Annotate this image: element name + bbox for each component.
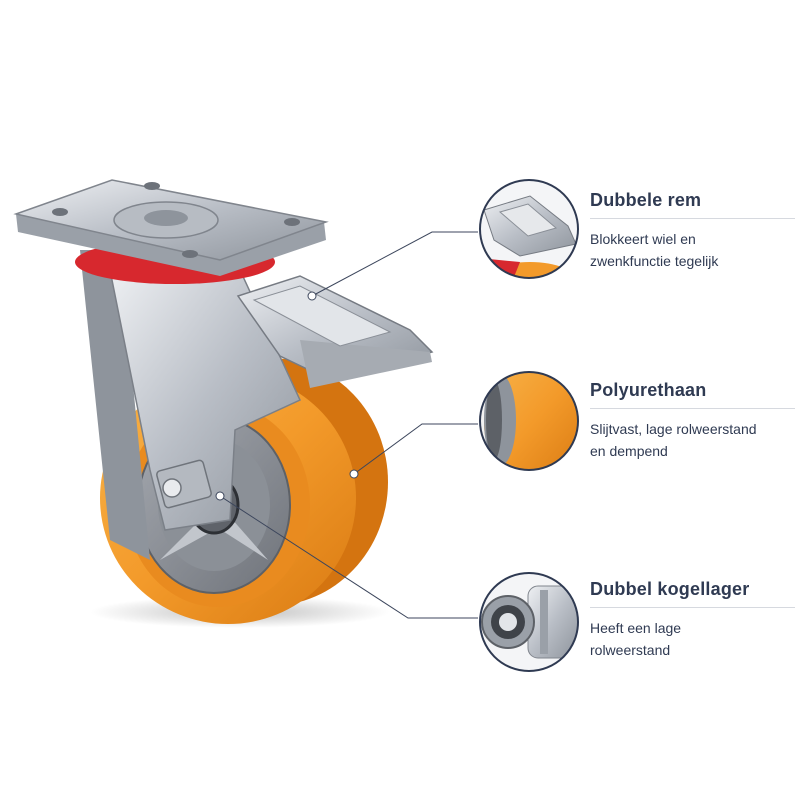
feature-description-line: Slijtvast, lage rolweerstand bbox=[590, 421, 757, 437]
bearing-leader-line bbox=[219, 495, 478, 619]
feature-description: Heeft een lage rolweerstand bbox=[590, 617, 795, 661]
tread-leader-dot bbox=[349, 469, 359, 479]
feature-polyurethane: Polyurethaan Slijtvast, lage rolweerstan… bbox=[590, 380, 795, 462]
feature-title: Polyurethaan bbox=[590, 380, 795, 409]
tread-detail-icon bbox=[479, 371, 579, 471]
top-mounting-plate bbox=[13, 179, 329, 276]
feature-description: Blokkeert wiel en zwenkfunctie tegelijk bbox=[590, 228, 795, 272]
feature-description-line: rolweerstand bbox=[590, 642, 671, 658]
brake-leader-line bbox=[311, 231, 478, 297]
brake-leader-dot bbox=[307, 291, 317, 301]
double-brake-lever bbox=[236, 275, 434, 388]
feature-description-line: Heeft een lage bbox=[590, 620, 682, 636]
bearing-leader-dot bbox=[215, 491, 225, 501]
feature-description-line: Blokkeert wiel en bbox=[590, 231, 696, 247]
brake-detail-icon bbox=[479, 179, 579, 279]
feature-description-line: zwenkfunctie tegelijk bbox=[590, 253, 719, 269]
feature-title: Dubbele rem bbox=[590, 190, 795, 219]
feature-double-ball-bearing: Dubbel kogellager Heeft een lage rolweer… bbox=[590, 579, 795, 661]
bearing-detail-icon bbox=[479, 572, 579, 672]
feature-description: Slijtvast, lage rolweerstand en dempend bbox=[590, 418, 795, 462]
feature-description-line: en dempend bbox=[590, 443, 668, 459]
tread-leader-line bbox=[353, 423, 478, 475]
feature-double-brake: Dubbele rem Blokkeert wiel en zwenkfunct… bbox=[590, 190, 795, 272]
feature-title: Dubbel kogellager bbox=[590, 579, 795, 608]
swivel-fork bbox=[80, 250, 301, 560]
